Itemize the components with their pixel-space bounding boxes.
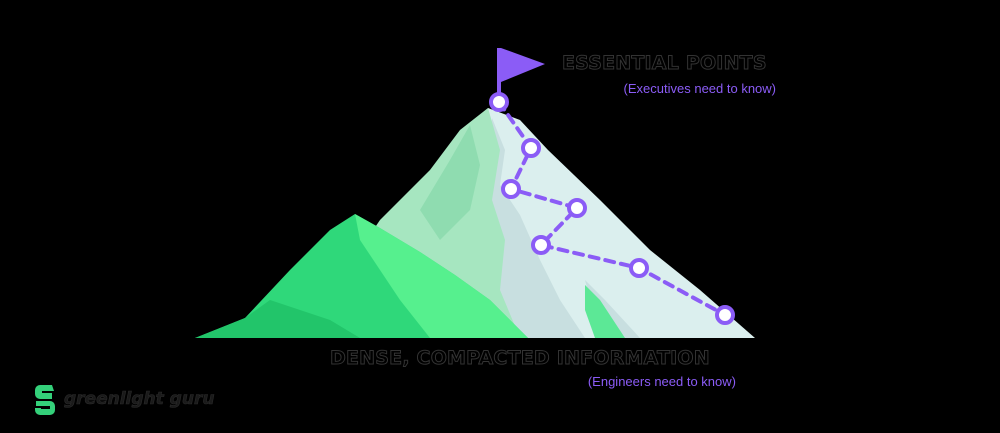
flag-icon — [501, 48, 545, 82]
waypoint-marker — [489, 92, 509, 112]
mountain-mint-shade — [420, 125, 480, 240]
mountain-green-light — [355, 214, 528, 338]
bottom-title: DENSE, COMPACTED INFORMATION — [330, 347, 711, 370]
waypoint-marker — [531, 235, 551, 255]
top-title: ESSENTIAL POINTS — [562, 52, 768, 75]
mountain-green-shadow — [195, 300, 360, 338]
waypoint-marker — [501, 179, 521, 199]
waypoint-marker — [715, 305, 735, 325]
mountain-green-ridge — [585, 285, 625, 338]
waypoint-marker — [567, 198, 587, 218]
top-subtitle: (Executives need to know) — [623, 81, 776, 96]
greenlight-logo-icon — [35, 385, 55, 415]
brand-name: greenlight guru — [64, 389, 215, 410]
mountain-ice-shadow — [480, 118, 585, 338]
bottom-subtitle: (Engineers need to know) — [587, 374, 736, 389]
waypoint-marker — [521, 138, 541, 158]
waypoint-marker — [629, 258, 649, 278]
brand-logo: greenlight guru — [32, 381, 215, 417]
